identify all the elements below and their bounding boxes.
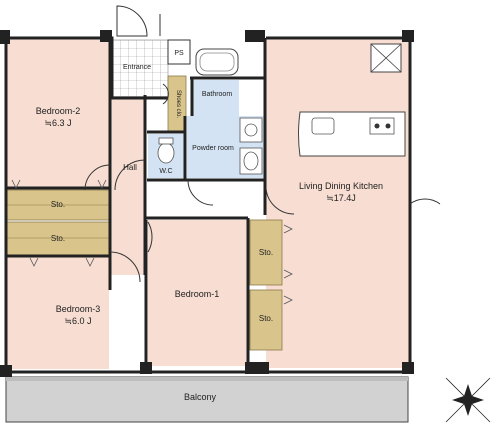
shoes-label: Shoes clo.: [175, 90, 181, 118]
hall-label: Hall: [123, 163, 137, 172]
bedroom3-label: Bedroom-3: [56, 304, 101, 314]
bedroom2-label: Bedroom-2: [36, 106, 81, 116]
bathroom-label: Bathroom: [202, 91, 233, 98]
bedroom3-size: ≒6.0 J: [64, 316, 91, 326]
powder-label: Powder room: [192, 145, 234, 152]
balcony-area: [5, 376, 409, 423]
bedroom1-label: Bedroom-1: [175, 289, 220, 299]
ldk-label: Living Dining Kitchen: [299, 181, 383, 191]
storage-3: [249, 219, 283, 286]
hall-area: [109, 95, 145, 275]
bedroom2-area: [7, 38, 109, 188]
walls: [4, 36, 412, 374]
bathroom-area: [193, 80, 239, 116]
ps-area: [167, 39, 191, 65]
storage-2-label: Sto.: [51, 234, 65, 243]
storage-2: [6, 221, 110, 256]
door-swings: [84, 5, 441, 283]
compass-north-icon: [445, 377, 491, 423]
ps-label: PS: [174, 50, 184, 57]
bedroom3-area: [7, 257, 109, 369]
kitchen-sink: [311, 117, 335, 135]
bathtub: [195, 48, 239, 76]
toilet-icon: [157, 142, 175, 164]
balcony-label: Balcony: [184, 392, 217, 402]
balcony-rail: [6, 377, 408, 381]
bedroom2-size: ≒6.3 J: [44, 118, 71, 128]
storage-4-label: Sto.: [259, 314, 273, 323]
washing-machine: [239, 117, 263, 143]
structural-columns: [0, 30, 414, 377]
storage-3-label: Sto.: [259, 248, 273, 257]
ldk-area: [266, 38, 410, 368]
entrance-label: Entrance: [123, 64, 151, 71]
powder-label-line: Powder room: [192, 145, 234, 152]
wc-label: W.C: [159, 168, 172, 175]
ldk-size: ≒17.4J: [326, 193, 356, 203]
kitchen-stove: [369, 117, 395, 135]
storage-1-label: Sto.: [51, 200, 65, 209]
storage-4: [249, 289, 283, 351]
bedroom1-area: [148, 220, 248, 366]
powder-sink: [239, 147, 263, 175]
